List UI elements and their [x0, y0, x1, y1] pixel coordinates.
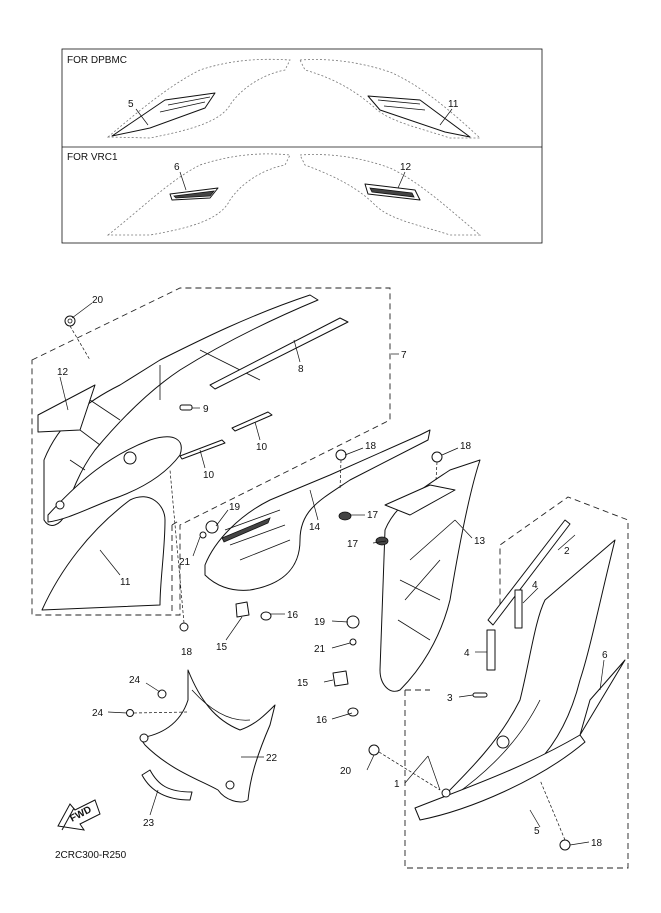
callout-24-upper: 24 [129, 675, 141, 686]
callout-10-lower: 10 [203, 470, 215, 481]
callout-19-right: 19 [314, 617, 326, 628]
callout-11: 11 [120, 577, 131, 588]
callout-18-mid-right: 18 [460, 441, 472, 452]
callout-20-left: 20 [92, 295, 104, 306]
left-side-cover-assembly [31, 287, 391, 632]
callout-4-lower: 4 [464, 648, 470, 659]
side-cover-decal-right-dpbmc [367, 95, 471, 138]
callout-12: 12 [57, 367, 69, 378]
callout-10-upper: 10 [256, 442, 268, 453]
callout-3: 3 [447, 693, 453, 704]
catalog-code: 2CRC300-R250 [55, 850, 127, 861]
callout-labels: 20 7 8 9 10 10 12 11 18 18 14 17 13 17 1… [57, 295, 608, 849]
callout-24-lower: 24 [92, 708, 104, 719]
under-cover-assembly [126, 669, 276, 803]
callout-14: 14 [309, 522, 321, 533]
callout-12-top: 12 [400, 162, 412, 173]
callout-9: 9 [203, 404, 209, 415]
side-cover-decal-left-dpbmc [111, 92, 216, 137]
variant-title-dpbmc: FOR DPBMC [67, 55, 127, 66]
callout-15-right: 15 [297, 678, 309, 689]
callout-1: 1 [394, 779, 400, 790]
inner-cover-assembly [171, 429, 481, 717]
variant-box: FOR DPBMC FOR VRC1 5 11 6 12 [61, 48, 543, 244]
callout-5: 5 [534, 826, 540, 837]
fwd-arrow-icon: FWD [57, 799, 101, 831]
callout-13: 13 [474, 536, 486, 547]
right-side-cover-assembly [368, 496, 629, 869]
callout-21-left: 21 [179, 557, 191, 568]
callout-4-upper: 4 [532, 580, 538, 591]
callout-leaders [59, 302, 605, 846]
callout-21-right: 21 [314, 644, 326, 655]
callout-23: 23 [143, 818, 155, 829]
callout-7: 7 [401, 350, 407, 361]
callout-16-right: 16 [316, 715, 328, 726]
callout-17-lower: 17 [347, 539, 359, 550]
callout-2: 2 [564, 546, 570, 557]
callout-6: 6 [602, 650, 608, 661]
callout-11-top: 11 [448, 99, 459, 110]
callout-18-mid-left: 18 [365, 441, 377, 452]
callout-19-left: 19 [229, 502, 241, 513]
callout-17-upper: 17 [367, 510, 379, 521]
callout-6-top: 6 [174, 162, 180, 173]
callout-22: 22 [266, 753, 278, 764]
callout-18-left-bottom: 18 [181, 647, 193, 658]
callout-15-left: 15 [216, 642, 228, 653]
callout-5-top: 5 [128, 99, 134, 110]
callout-18-right-bottom: 18 [591, 838, 603, 849]
callout-8: 8 [298, 364, 304, 375]
variant-title-vrc1: FOR VRC1 [67, 152, 118, 163]
callout-16-left: 16 [287, 610, 299, 621]
callout-20-right: 20 [340, 766, 352, 777]
